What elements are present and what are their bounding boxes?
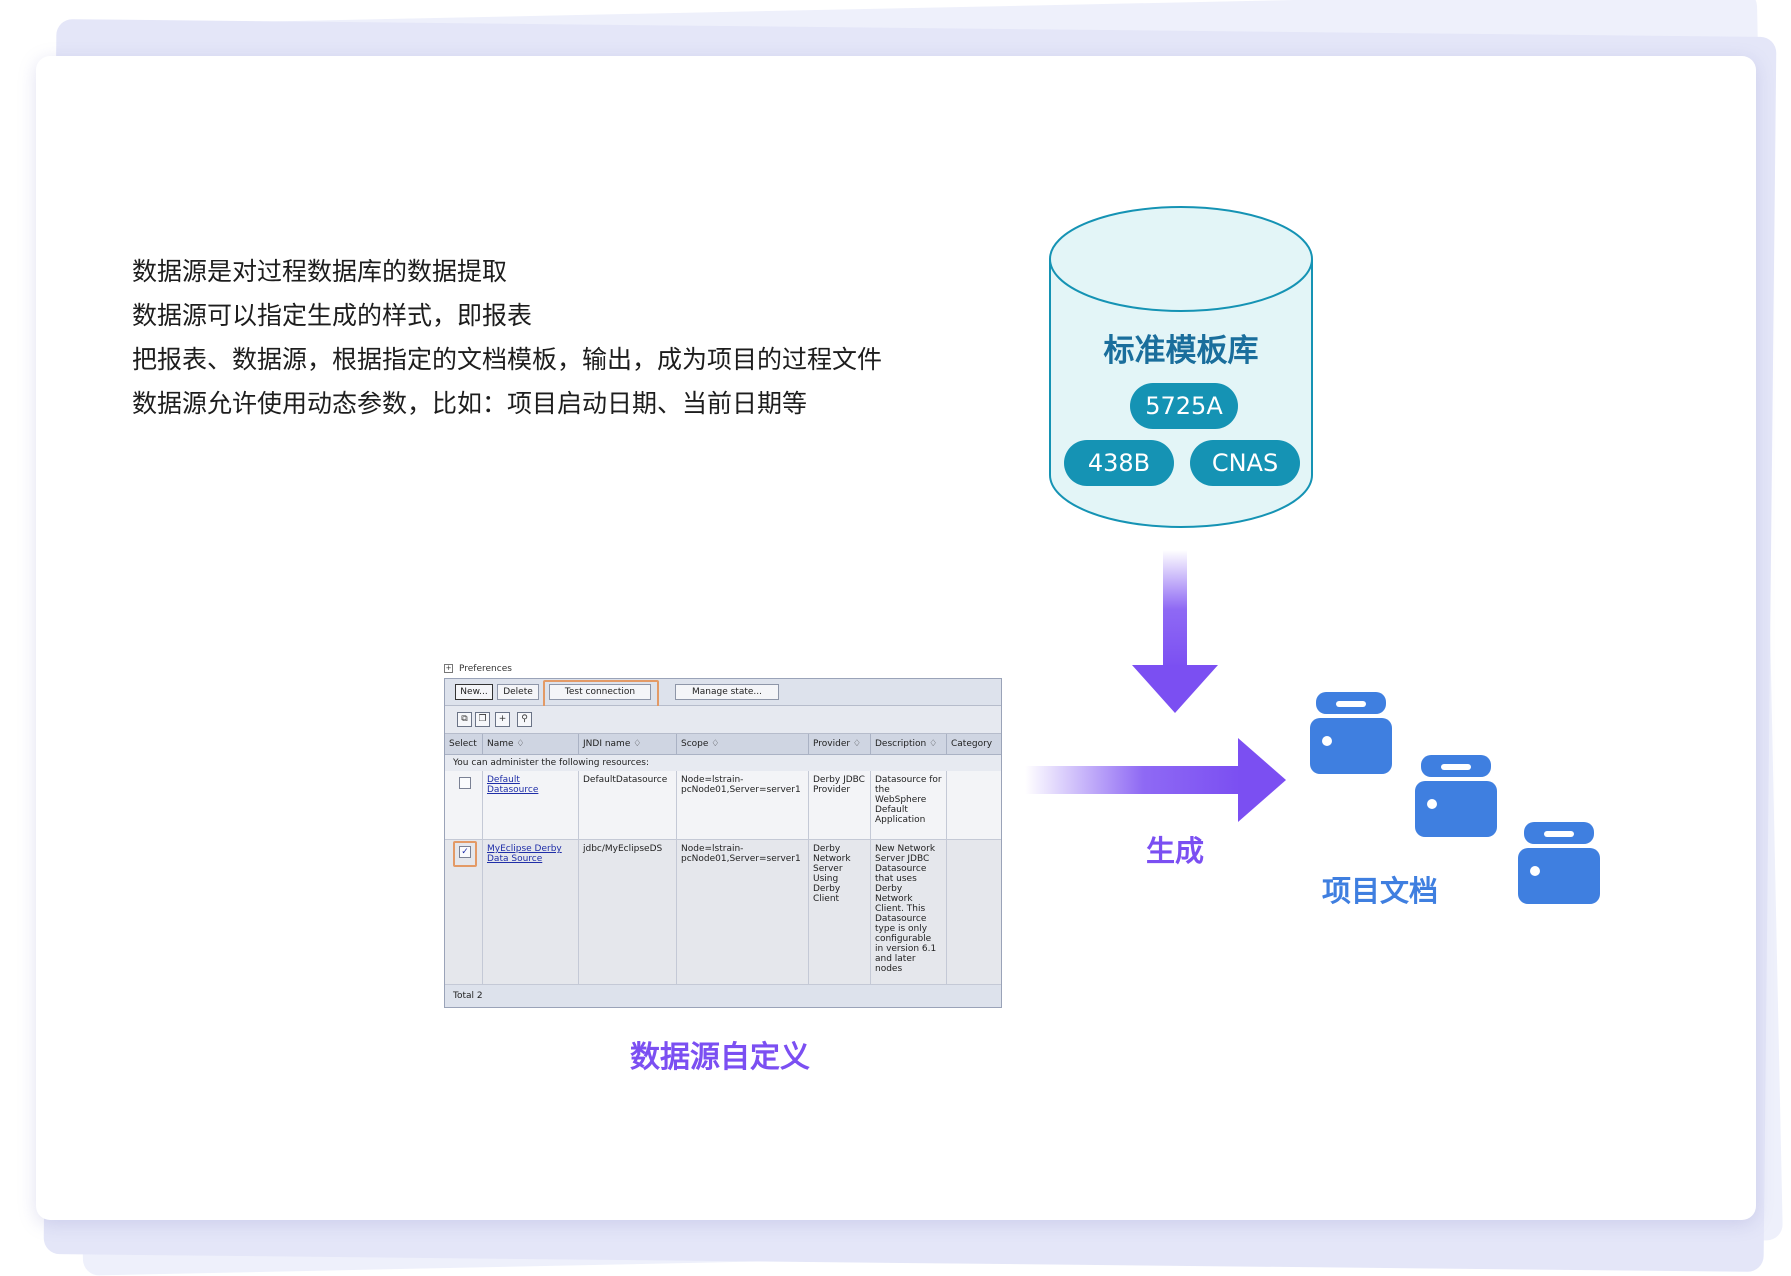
name-cell: MyEclipse Derby Data Source: [483, 840, 579, 984]
test-connection-button[interactable]: Test connection: [549, 684, 651, 700]
column-header-description[interactable]: Description ♢: [871, 734, 947, 754]
standard-pill: CNAS: [1190, 440, 1300, 486]
jndi-cell: jdbc/MyEclipseDS: [579, 840, 677, 984]
intro-line: 把报表、数据源，根据指定的文档模板，输出，成为项目的过程文件: [132, 345, 883, 374]
arrow-down-icon: [1132, 550, 1218, 713]
description-cell: New Network Server JDBC Datasource that …: [871, 840, 947, 984]
intro-line: 数据源可以指定生成的样式，即报表: [132, 301, 533, 330]
scope-cell: Node=lstrain-pcNode01,Server=server1: [677, 771, 809, 839]
template-library-database: 标准模板库 5725A 438B CNAS: [1048, 203, 1314, 531]
expand-icon[interactable]: +: [444, 664, 453, 673]
datasource-custom-label: 数据源自定义: [630, 1040, 810, 1075]
table-header: Select Name ♢ JNDI name ♢ Scope ♢ Provid…: [445, 734, 1001, 769]
column-header-jndi[interactable]: JNDI name ♢: [579, 734, 677, 754]
standard-pill: 438B: [1064, 440, 1174, 486]
intro-text-list: 数据源是对过程数据库的数据提取 数据源可以指定生成的样式，即报表 把报表、数据源…: [132, 250, 882, 426]
delete-button[interactable]: Delete: [497, 684, 539, 700]
highlight-box: [453, 841, 477, 867]
manage-state-button[interactable]: Manage state...: [675, 684, 779, 700]
datasource-link[interactable]: Default Datasource: [487, 775, 539, 795]
provider-cell: Derby JDBC Provider: [809, 771, 871, 839]
paste-icon[interactable]: ❐: [475, 712, 490, 727]
column-header-scope[interactable]: Scope ♢: [677, 734, 809, 754]
add-icon[interactable]: +: [495, 712, 510, 727]
datasource-link[interactable]: MyEclipse Derby Data Source: [487, 844, 562, 864]
database-title: 标准模板库: [1103, 333, 1259, 369]
table-row: Default Datasource DefaultDatasource Nod…: [445, 771, 1001, 840]
project-docs-label: 项目文档: [1321, 874, 1438, 908]
category-cell: [947, 771, 1001, 839]
intro-line: 数据源是对过程数据库的数据提取: [132, 257, 508, 286]
column-header-category[interactable]: Category ♢: [951, 739, 993, 769]
table-intro-text: You can administer the following resourc…: [445, 755, 1001, 771]
select-cell: ✓: [445, 840, 483, 984]
new-button[interactable]: New...: [455, 684, 493, 700]
name-cell: Default Datasource: [483, 771, 579, 839]
action-toolbar: New... Delete Test connection Manage sta…: [445, 679, 1001, 708]
description-cell: Datasource for the WebSphere Default App…: [871, 771, 947, 839]
jndi-cell: DefaultDatasource: [579, 771, 677, 839]
row-checkbox[interactable]: [459, 777, 471, 789]
arrow-right-icon: [1025, 738, 1286, 822]
column-header-provider[interactable]: Provider ♢: [809, 734, 871, 754]
column-header-name[interactable]: Name ♢: [483, 734, 579, 754]
category-cell: [947, 840, 1001, 984]
select-cell: [445, 771, 483, 839]
filter-icon[interactable]: ⚲: [517, 712, 532, 727]
provider-cell: Derby Network Server Using Derby Client: [809, 840, 871, 984]
scope-cell: Node=lstrain-pcNode01,Server=server1: [677, 840, 809, 984]
document-box-icon: [1415, 755, 1497, 837]
preferences-label: Preferences: [459, 664, 512, 674]
datasource-preferences-screenshot: + Preferences New... Delete Test connecti…: [444, 664, 1002, 1008]
copy-icon[interactable]: ⧉: [457, 712, 472, 727]
standard-pill: 5725A: [1130, 383, 1238, 429]
generate-label: 生成: [1145, 834, 1204, 868]
document-box-icon: [1310, 692, 1392, 774]
document-box-icon: [1518, 822, 1600, 904]
row-checkbox-checked[interactable]: ✓: [459, 846, 471, 858]
content-card: [36, 56, 1756, 1220]
column-header-select[interactable]: Select: [445, 734, 483, 754]
resource-panel: New... Delete Test connection Manage sta…: [444, 678, 1002, 1008]
icon-toolbar: ⧉ ❐ + ⚲: [445, 706, 1001, 734]
preferences-header: + Preferences: [444, 664, 512, 674]
table-row: ✓ MyEclipse Derby Data Source jdbc/MyEcl…: [445, 840, 1001, 985]
table-total: Total 2: [445, 985, 1001, 1007]
intro-line: 数据源允许使用动态参数，比如：项目启动日期、当前日期等: [132, 389, 808, 418]
